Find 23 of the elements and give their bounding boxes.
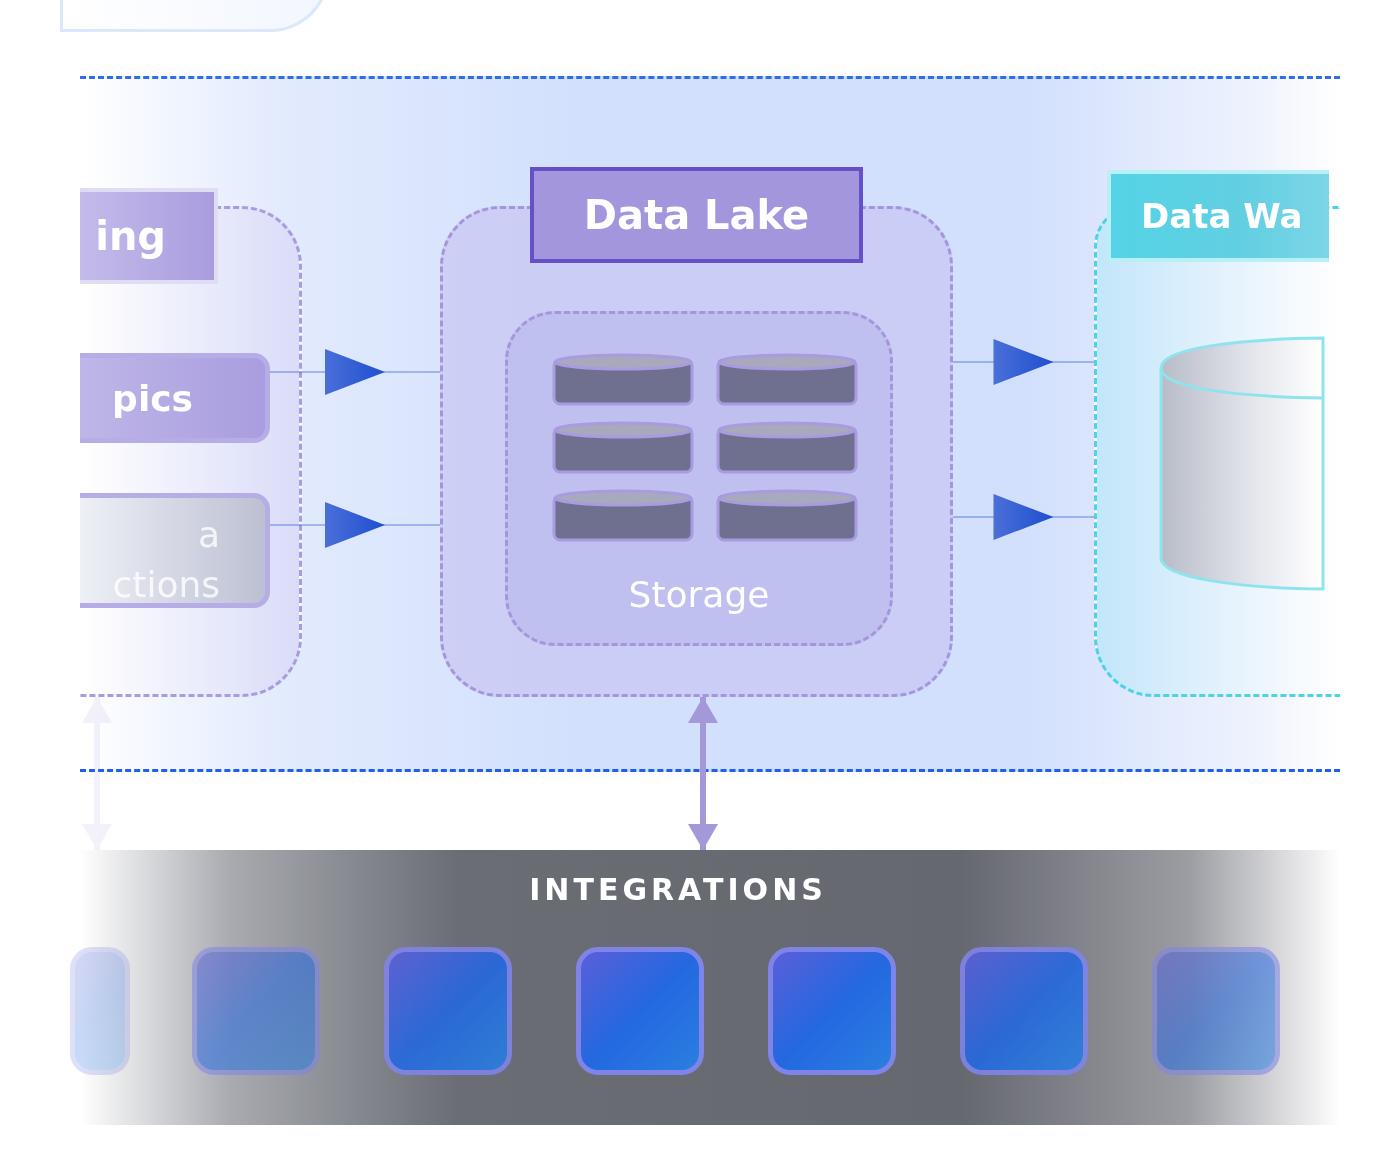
band-title: INTEGRATIONS: [528, 872, 828, 907]
integration-tile: [192, 947, 320, 1075]
storage-panel: [505, 311, 893, 646]
integration-tile: [70, 947, 130, 1075]
item-label: pics: [112, 378, 193, 419]
group-title: ing: [80, 188, 218, 284]
arrow: [269, 502, 441, 548]
integration-tile: [1152, 947, 1280, 1075]
integration-tile: [384, 947, 512, 1075]
database-cylinder: [1159, 336, 1325, 591]
item-box: [80, 493, 270, 608]
arrow: [952, 494, 1095, 540]
arrow: [952, 339, 1095, 385]
integration-tile: [768, 947, 896, 1075]
group-title: Data Lake: [530, 167, 863, 263]
arrow: [269, 349, 441, 395]
arrow: [82, 697, 112, 850]
storage-label: Storage: [627, 574, 771, 615]
item-box: [80, 353, 270, 443]
integration-tile: [960, 947, 1088, 1075]
integration-tile: [576, 947, 704, 1075]
group-title: Data Wa: [1107, 170, 1329, 262]
arrow: [688, 697, 718, 850]
